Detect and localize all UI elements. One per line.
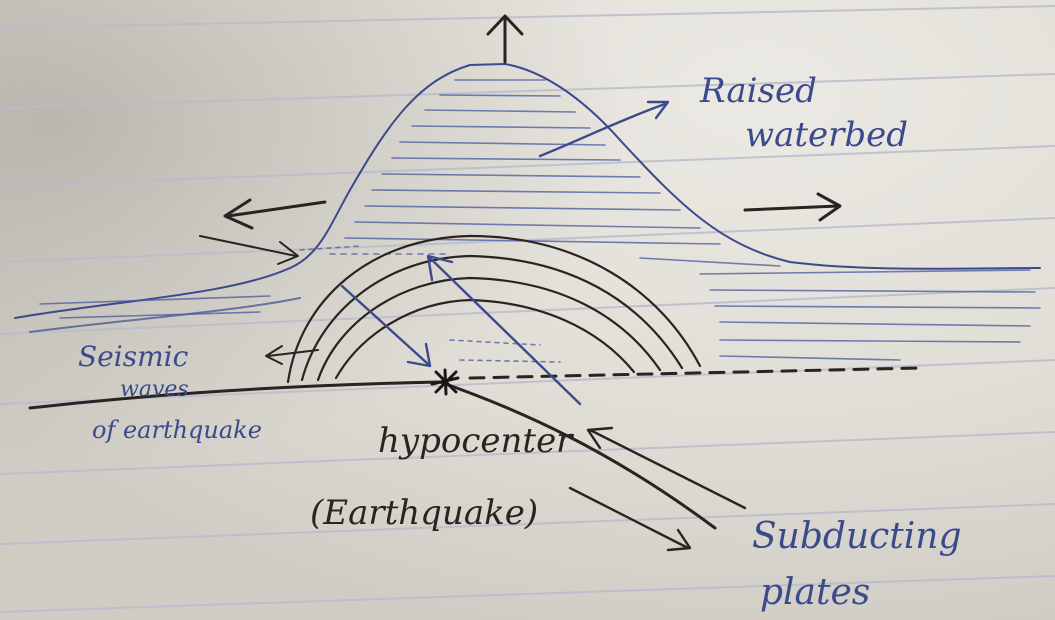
seismic-label-line3: of earthquake [92,416,262,444]
bottom-pointer-arrow-icon [199,235,299,265]
raised-waterbed-pointer-icon [538,100,670,158]
hypocenter-label-line2: (Earthquake) [310,493,538,533]
fault-dashed-line [468,366,922,380]
handwritten-labels: Raised waterbed Seismic waves of earthqu… [78,71,962,613]
subducting-plate-upper [438,380,717,530]
left-arrow-icon [223,198,327,230]
subducting-arrow-upper-icon [586,426,747,510]
seismic-label-line1: Seismic [78,340,189,373]
seismic-label-line2: waves [120,377,189,402]
blue-arrows [340,100,670,406]
subducting-arrow-lower-icon [568,486,692,552]
raised-waterbed-label-line1: Raised [699,71,817,111]
up-arrow-icon [486,14,524,64]
hypocenter-star-icon [430,368,460,396]
raised-waterbed-label-line2: waterbed [745,115,908,155]
black-arrows [199,14,842,552]
wave-inward-arrow-icon [340,284,432,368]
wave-outward-arrow-icon [426,254,582,406]
overriding-plate-line [28,380,442,410]
seismic-wave-arcs [286,234,702,384]
right-arrow-icon [743,192,842,222]
plate-boundary [28,366,922,530]
subducting-label-line1: Subducting [752,516,962,557]
ruled-lines [0,5,1055,613]
seismic-pointer-arrow-icon [265,345,319,365]
subducting-label-line2: plates [760,572,870,613]
mound-hatching [39,79,1041,363]
hypocenter-label-line1: hypocenter [378,421,574,461]
